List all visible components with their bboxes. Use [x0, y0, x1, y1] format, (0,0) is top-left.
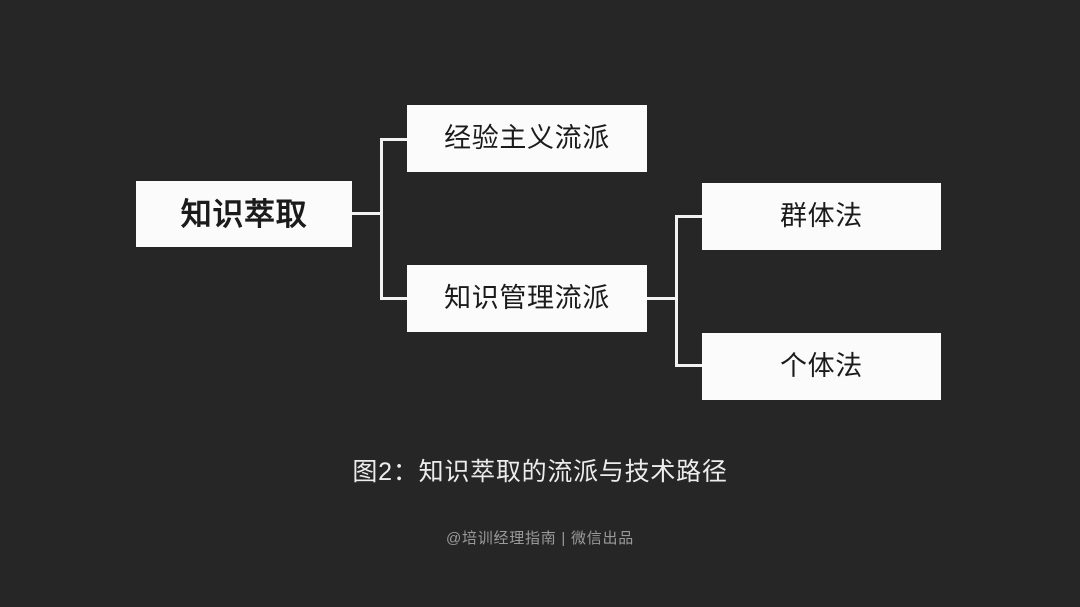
- node-knowledge-extraction-label: 知识萃取: [180, 196, 308, 232]
- node-empirical-school-label: 经验主义流派: [444, 123, 610, 153]
- connector-root-stub: [352, 212, 383, 215]
- node-empirical-school[interactable]: 经验主义流派: [407, 105, 647, 172]
- connector-km-stub: [647, 297, 678, 300]
- connector-right-spine: [675, 215, 678, 367]
- node-group-method-label: 群体法: [780, 201, 863, 231]
- node-knowledge-extraction[interactable]: 知识萃取: [136, 181, 352, 247]
- footer-credit: @培训经理指南 | 微信出品: [446, 530, 634, 547]
- figure-caption: 图2：知识萃取的流派与技术路径: [352, 458, 728, 486]
- connector-to-knowledge-management-school: [380, 297, 409, 300]
- node-group-method[interactable]: 群体法: [702, 183, 941, 250]
- node-knowledge-management-school-label: 知识管理流派: [444, 283, 610, 313]
- connector-to-group-method: [675, 215, 704, 218]
- connector-left-spine: [380, 138, 383, 300]
- node-individual-method[interactable]: 个体法: [702, 333, 941, 400]
- connector-to-individual-method: [675, 364, 704, 367]
- node-individual-method-label: 个体法: [780, 351, 863, 381]
- node-knowledge-management-school[interactable]: 知识管理流派: [407, 265, 647, 332]
- connector-to-empirical-school: [380, 138, 409, 141]
